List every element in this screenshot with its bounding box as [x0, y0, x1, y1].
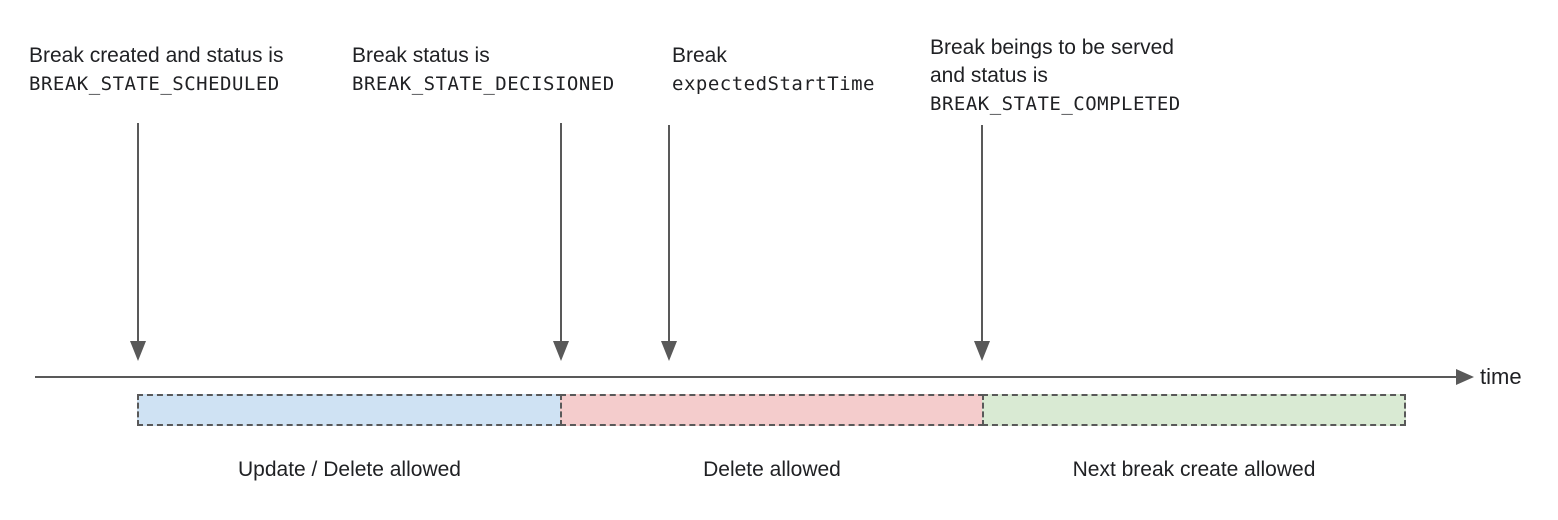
timeline-axis: [35, 369, 1474, 385]
annotation-text: Break: [672, 44, 727, 67]
down-arrow-scheduled: [130, 123, 146, 361]
annotation-break-completed: Break beings to be served and status is …: [930, 34, 1181, 118]
down-arrow-expected-start: [661, 125, 677, 361]
annotation-expected-start-time: Break expectedStartTime: [672, 42, 875, 98]
annotation-text: Break created and status is: [29, 44, 284, 67]
annotation-code: expectedStartTime: [672, 73, 875, 95]
segment-label-delete: Delete allowed: [703, 458, 841, 481]
down-arrow-completed: [974, 125, 990, 361]
annotation-code: BREAK_STATE_COMPLETED: [930, 93, 1181, 115]
segment-delete-allowed: [560, 394, 984, 426]
annotation-text: Break beings to be served: [930, 36, 1174, 59]
annotation-break-scheduled: Break created and status is BREAK_STATE_…: [29, 42, 283, 98]
annotation-code: BREAK_STATE_SCHEDULED: [29, 73, 280, 95]
down-arrow-decisioned: [553, 123, 569, 361]
annotation-text: Break status is: [352, 44, 490, 67]
annotation-text: and status is: [930, 64, 1048, 87]
segment-label-next-break-create: Next break create allowed: [1072, 458, 1316, 481]
annotation-break-decisioned: Break status is BREAK_STATE_DECISIONED: [352, 42, 615, 98]
segment-update-delete-allowed: [137, 394, 562, 426]
segment-next-break-create-allowed: [982, 394, 1406, 426]
segment-label-update-delete: Update / Delete allowed: [238, 458, 461, 481]
timeline-axis-label: time: [1480, 364, 1522, 389]
annotation-code: BREAK_STATE_DECISIONED: [352, 73, 615, 95]
